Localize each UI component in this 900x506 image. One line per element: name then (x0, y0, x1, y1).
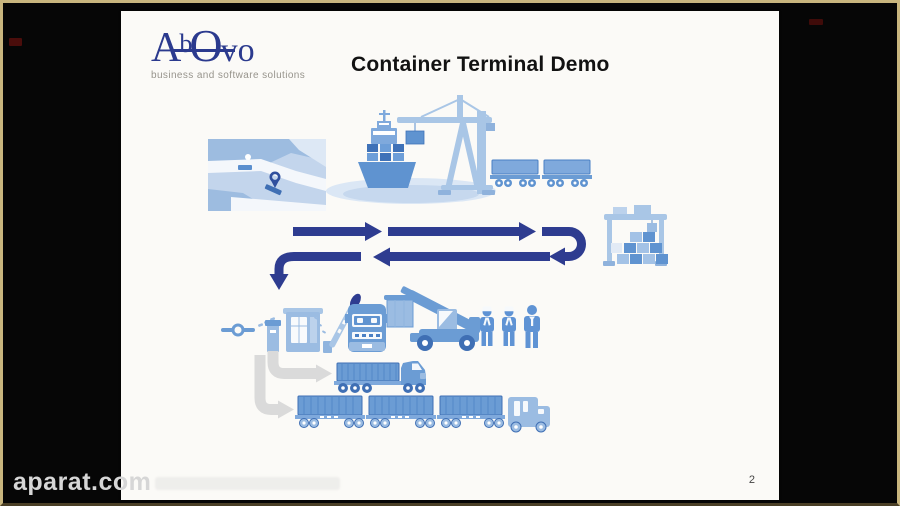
arrow-u-turn (542, 227, 586, 266)
container-train-icon (490, 159, 592, 187)
ship-containers (367, 144, 404, 161)
road-train-cab (508, 397, 550, 433)
gray-exit-arrows (254, 351, 332, 419)
logo-letter-a: A (151, 25, 182, 71)
slide-title: Container Terminal Demo (351, 53, 610, 76)
gray-arrow-to-road-train (254, 355, 294, 419)
flow-arrows (269, 222, 586, 290)
truck-front-icon (345, 304, 388, 352)
arrow-right-short (293, 222, 382, 241)
port-map-icon (208, 139, 326, 211)
gray-arrow-to-semi (267, 351, 332, 383)
abovo-logo: AbOvo business and software solutions (151, 20, 371, 82)
terminal-diagram (208, 95, 668, 433)
gate-checkpoint-icon (221, 293, 388, 353)
stacking-crane-icon (603, 205, 668, 266)
arrow-down-elbow (269, 252, 361, 290)
watermark-text: aparat.com (13, 468, 152, 496)
worker-hardhat-1 (480, 306, 494, 346)
recording-artifact-left (9, 38, 22, 46)
watermark-faint-continuation (155, 477, 341, 490)
workers-icon (480, 305, 540, 348)
map-pin-icon (269, 171, 281, 188)
abovo-logo-wordmark: AbOvo (151, 20, 371, 71)
container-stack (617, 232, 668, 264)
aparat-watermark: aparat.com (13, 468, 341, 497)
road-train-trailers (295, 395, 505, 419)
logo-letter-o: O (189, 20, 223, 71)
recording-artifact-right (809, 19, 823, 25)
arrow-left-long (373, 247, 550, 267)
presentation-slide: AbOvo business and software solutions Co… (121, 11, 779, 500)
gate-booth (283, 308, 323, 352)
road-train-wheels (299, 418, 504, 428)
logo-tagline: business and software solutions (151, 70, 306, 81)
reach-stacker-icon (384, 286, 480, 351)
logo-crossbar (173, 49, 235, 52)
worker-hardhat-2 (502, 306, 516, 346)
road-train-icon (295, 395, 550, 433)
arrow-right-long (388, 222, 536, 241)
worker-manager (524, 305, 540, 348)
semi-truck-icon (334, 361, 426, 393)
quay-crane-icon (397, 95, 495, 195)
page-number: 2 (748, 474, 755, 486)
